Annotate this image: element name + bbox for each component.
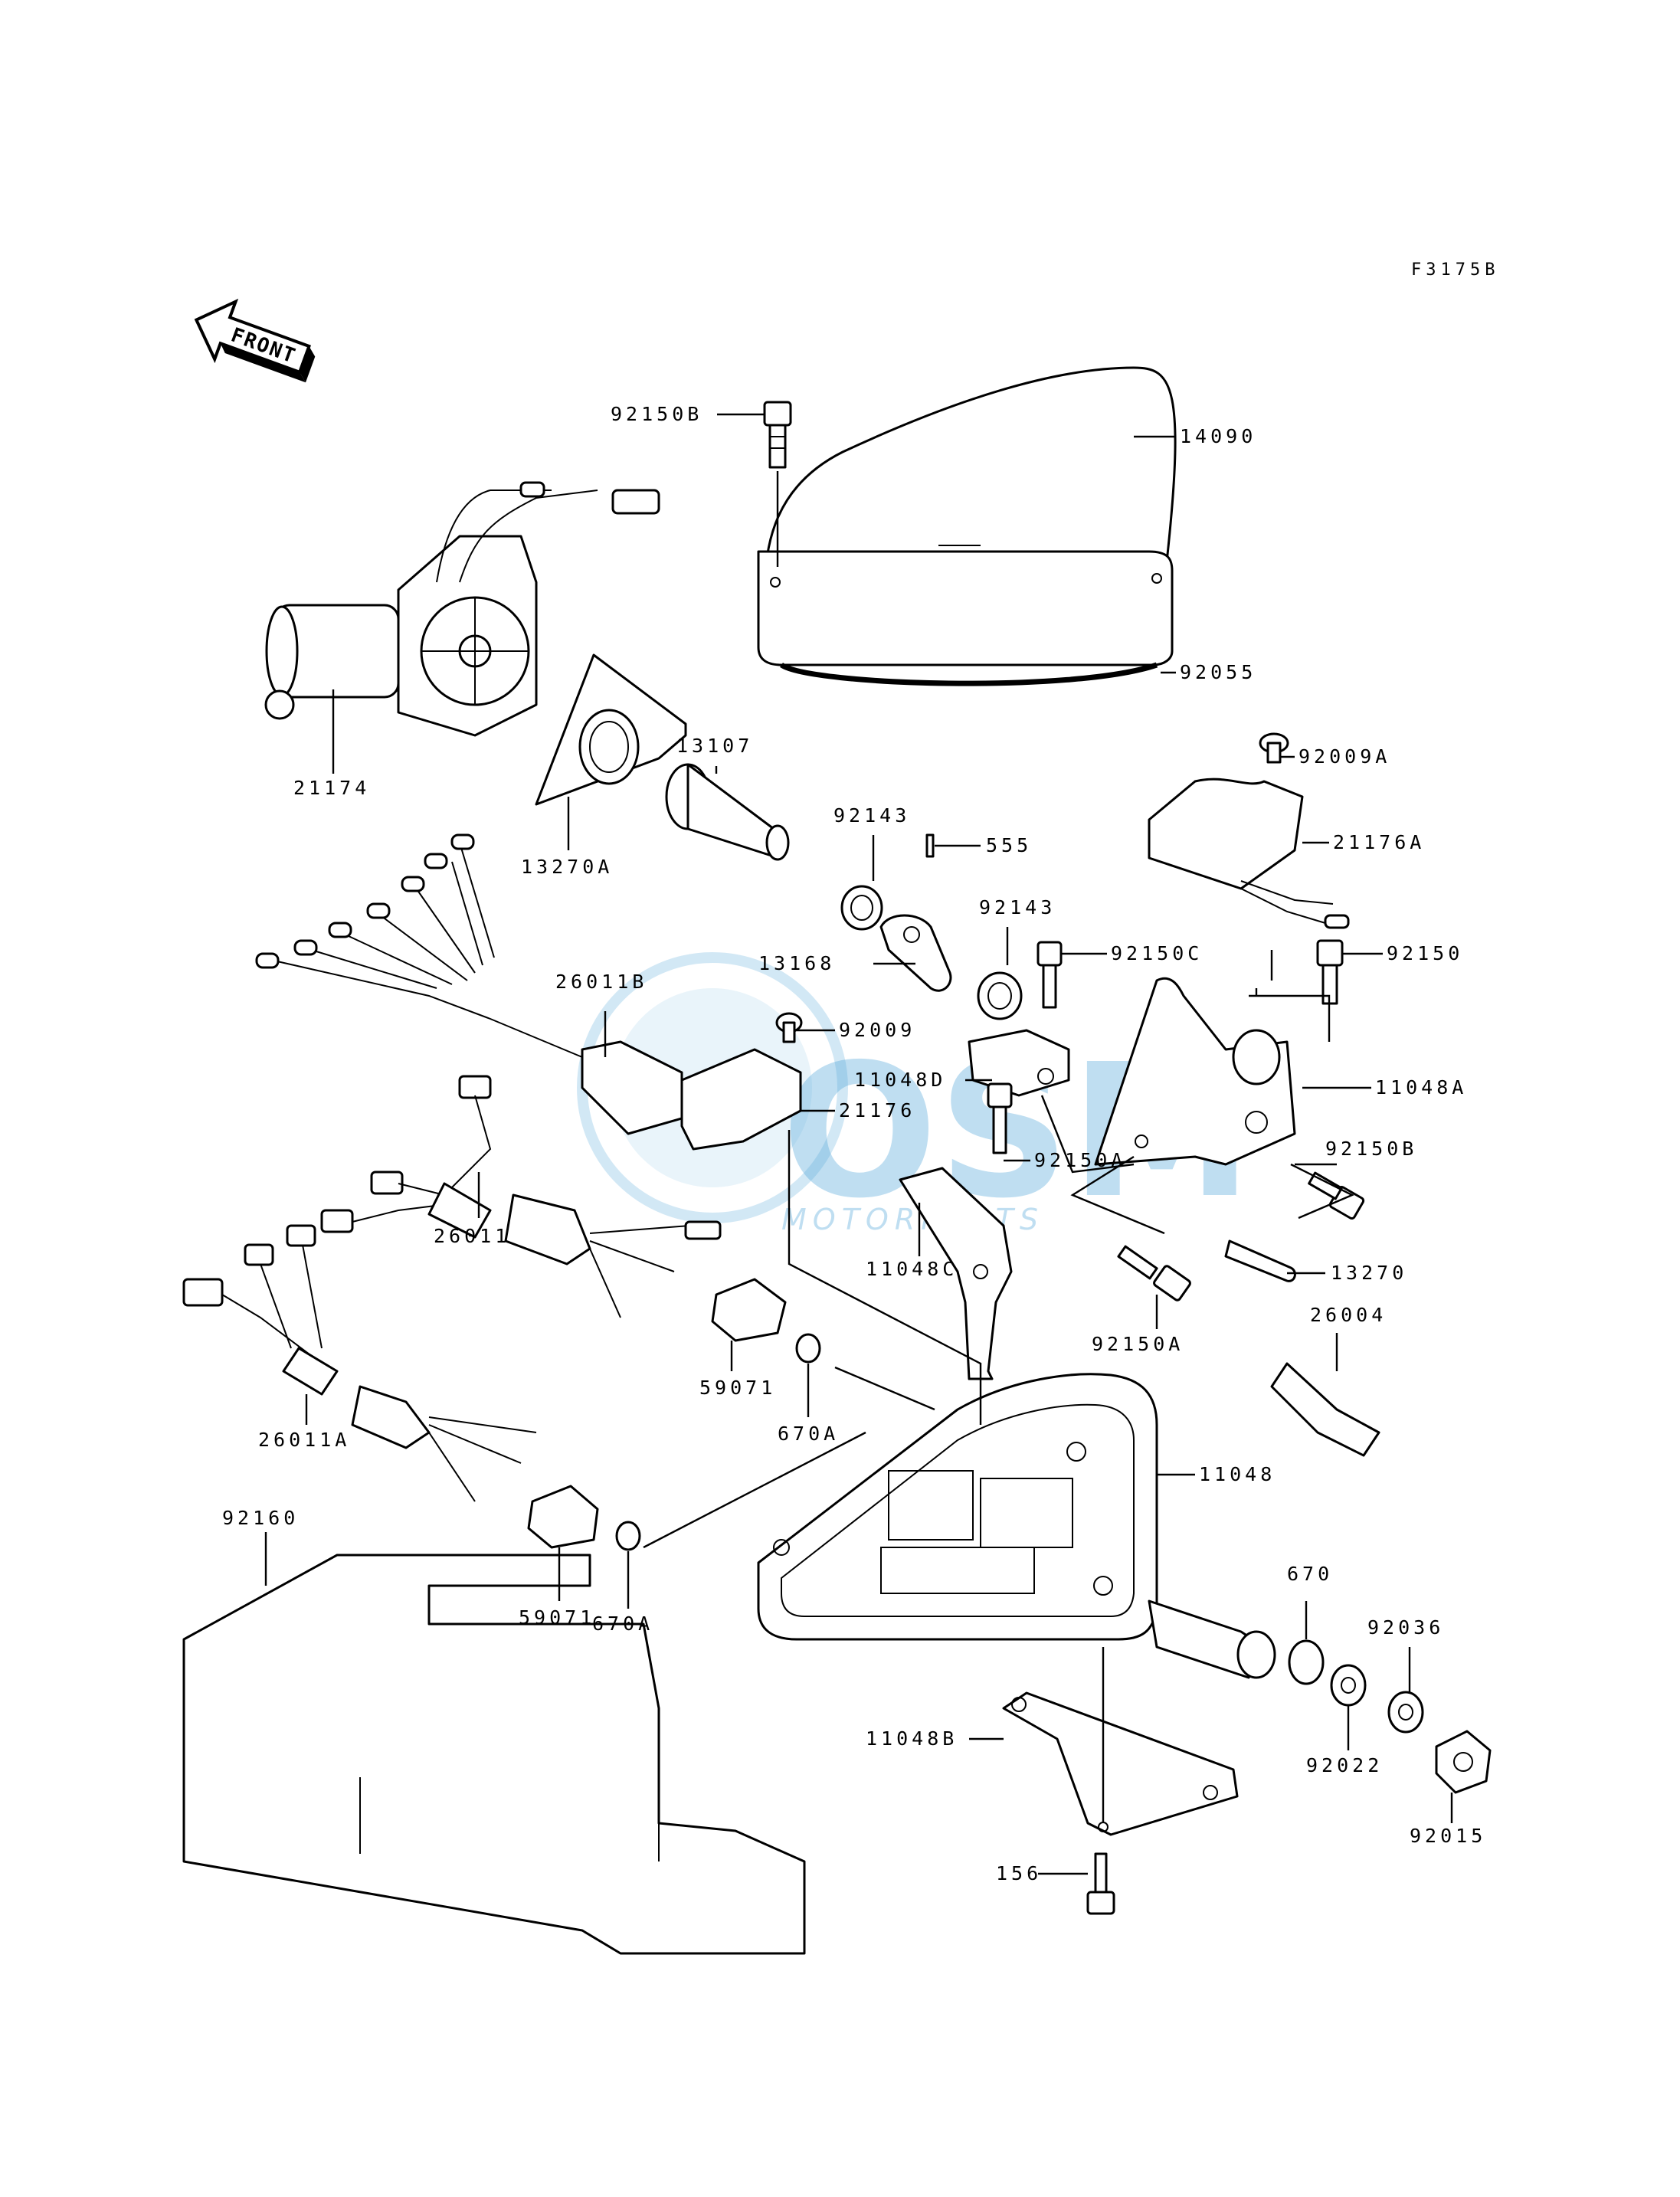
label-92150A-upper: 92150A: [1034, 1149, 1126, 1171]
label-670A-upper: 670A: [778, 1423, 839, 1445]
cover-92160: [182, 1554, 806, 1955]
label-92143-bottom: 92143: [979, 896, 1056, 918]
label-92022: 92022: [1306, 1754, 1383, 1776]
motor-21174: [264, 481, 660, 737]
washer-92022: [1330, 1664, 1367, 1707]
label-13270: 13270: [1331, 1262, 1407, 1284]
label-59071-upper: 59071: [699, 1377, 776, 1399]
fitting-59071-a: [711, 1278, 787, 1342]
label-92009A: 92009A: [1298, 745, 1390, 768]
label-21176: 21176: [839, 1099, 915, 1121]
screw-92009A: [1259, 732, 1289, 764]
label-670A-lower: 670A: [592, 1613, 653, 1635]
oring-670: [1288, 1639, 1325, 1685]
label-13107: 13107: [676, 735, 753, 757]
label-92150A-lower: 92150A: [1092, 1333, 1184, 1355]
bolt-92150A-b: [1117, 1245, 1191, 1302]
label-92055: 92055: [1180, 661, 1256, 683]
bracket-11048A: [1094, 977, 1296, 1166]
label-92009: 92009: [839, 1019, 915, 1041]
label-13168: 13168: [758, 952, 835, 974]
label-11048C: 11048C: [866, 1258, 958, 1280]
label-59071-lower: 59071: [519, 1606, 595, 1629]
bushing-92143-a: [840, 885, 883, 931]
figure-code: F3175B: [1411, 260, 1499, 280]
label-21174: 21174: [293, 777, 370, 799]
label-21176A: 21176A: [1333, 831, 1425, 853]
pin-555: [925, 833, 935, 858]
shaft-13107: [665, 763, 790, 861]
bolt-156: [1086, 1852, 1115, 1915]
screw-92009: [775, 1012, 803, 1043]
gasket-13270A: [535, 653, 687, 806]
harness-26011B: [255, 833, 683, 1135]
label-14090: 14090: [1180, 425, 1256, 447]
front-arrow-icon: FRONT: [194, 298, 316, 383]
label-11048D: 11048D: [854, 1069, 946, 1091]
sensor-21176A: [1148, 778, 1350, 929]
bolt-92150: [1316, 939, 1344, 1005]
label-26011: 26011: [434, 1225, 510, 1247]
leader-lines: [264, 413, 1453, 1875]
label-555: 555: [986, 834, 1032, 856]
label-26011B: 26011B: [555, 971, 647, 993]
arm-11048C: [899, 1167, 1013, 1380]
bolt-92150B-top: [763, 401, 792, 567]
bushing-92143-b: [977, 971, 1023, 1020]
bolt-92150B-right: [1308, 1171, 1365, 1220]
fitting-59071-b: [527, 1485, 599, 1549]
label-92150B-right: 92150B: [1325, 1138, 1417, 1160]
label-670: 670: [1287, 1563, 1333, 1585]
label-156: 156: [996, 1862, 1042, 1884]
oring-670A-b: [615, 1521, 641, 1551]
key-13270: [1224, 1239, 1296, 1282]
cover-14090: [757, 366, 1177, 686]
part-labels: 92150B 14090 92055 21174 13107 13270A 92…: [222, 403, 1486, 1884]
label-11048A: 11048A: [1375, 1076, 1467, 1098]
harness-26011A: [182, 1224, 537, 1502]
module-21176: [680, 1048, 802, 1151]
label-92143-top: 92143: [833, 804, 910, 827]
label-92015: 92015: [1410, 1825, 1486, 1847]
harness-26011: [320, 1075, 722, 1318]
label-92150B: 92150B: [611, 403, 702, 425]
housing-11048: [757, 1373, 1276, 1679]
label-92160: 92160: [222, 1507, 299, 1529]
label-92036: 92036: [1367, 1616, 1444, 1639]
label-92150C: 92150C: [1111, 942, 1203, 964]
bolt-92150C: [1036, 941, 1063, 1009]
label-26011A: 26011A: [258, 1429, 350, 1451]
lever-13168: [879, 914, 952, 992]
label-11048: 11048: [1199, 1463, 1276, 1485]
label-13270A: 13270A: [521, 856, 613, 878]
nut-92015: [1435, 1730, 1492, 1794]
bolt-92150A-a: [987, 1082, 1013, 1154]
label-11048B: 11048B: [866, 1727, 958, 1750]
label-26004: 26004: [1310, 1304, 1387, 1326]
label-92150: 92150: [1387, 942, 1463, 964]
fitting-26004: [1270, 1362, 1380, 1457]
oring-670A-a: [795, 1333, 821, 1364]
plate-11048B: [1002, 1691, 1239, 1836]
washer-92036: [1387, 1691, 1424, 1734]
